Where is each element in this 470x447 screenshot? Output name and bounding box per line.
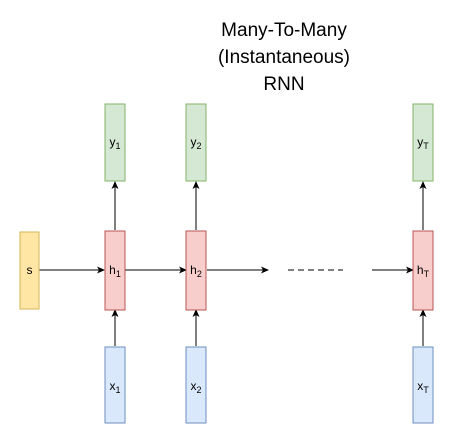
node-xT: xT	[412, 346, 434, 424]
node-x1: x1	[104, 346, 126, 424]
node-xT-label: xT	[417, 379, 429, 395]
node-yT: yT	[412, 103, 434, 182]
connectors	[39, 181, 427, 346]
node-h1-label: h1	[109, 263, 121, 279]
node-x2: x2	[185, 346, 207, 424]
node-y2-label: y2	[190, 135, 201, 151]
node-x2-label: x2	[190, 379, 201, 395]
title-line-2: (Instantaneous)	[218, 47, 350, 68]
node-hT-label: hT	[417, 263, 430, 279]
node-y1: y1	[104, 103, 126, 182]
node-yT-label: yT	[417, 135, 429, 151]
node-h2-label: h2	[190, 263, 202, 279]
node-h2: h2	[185, 230, 207, 311]
node-h1: h1	[104, 230, 126, 311]
diagram-title: Many-To-Many (Instantaneous) RNN	[218, 20, 350, 95]
node-s-label: s	[27, 263, 33, 277]
node-y1-label: y1	[109, 135, 120, 151]
node-s: s	[19, 231, 40, 310]
node-y2: y2	[185, 103, 207, 182]
node-hT: hT	[412, 230, 434, 311]
title-line-3: RNN	[263, 74, 304, 95]
node-x1-label: x1	[109, 379, 120, 395]
title-line-1: Many-To-Many	[221, 20, 347, 41]
